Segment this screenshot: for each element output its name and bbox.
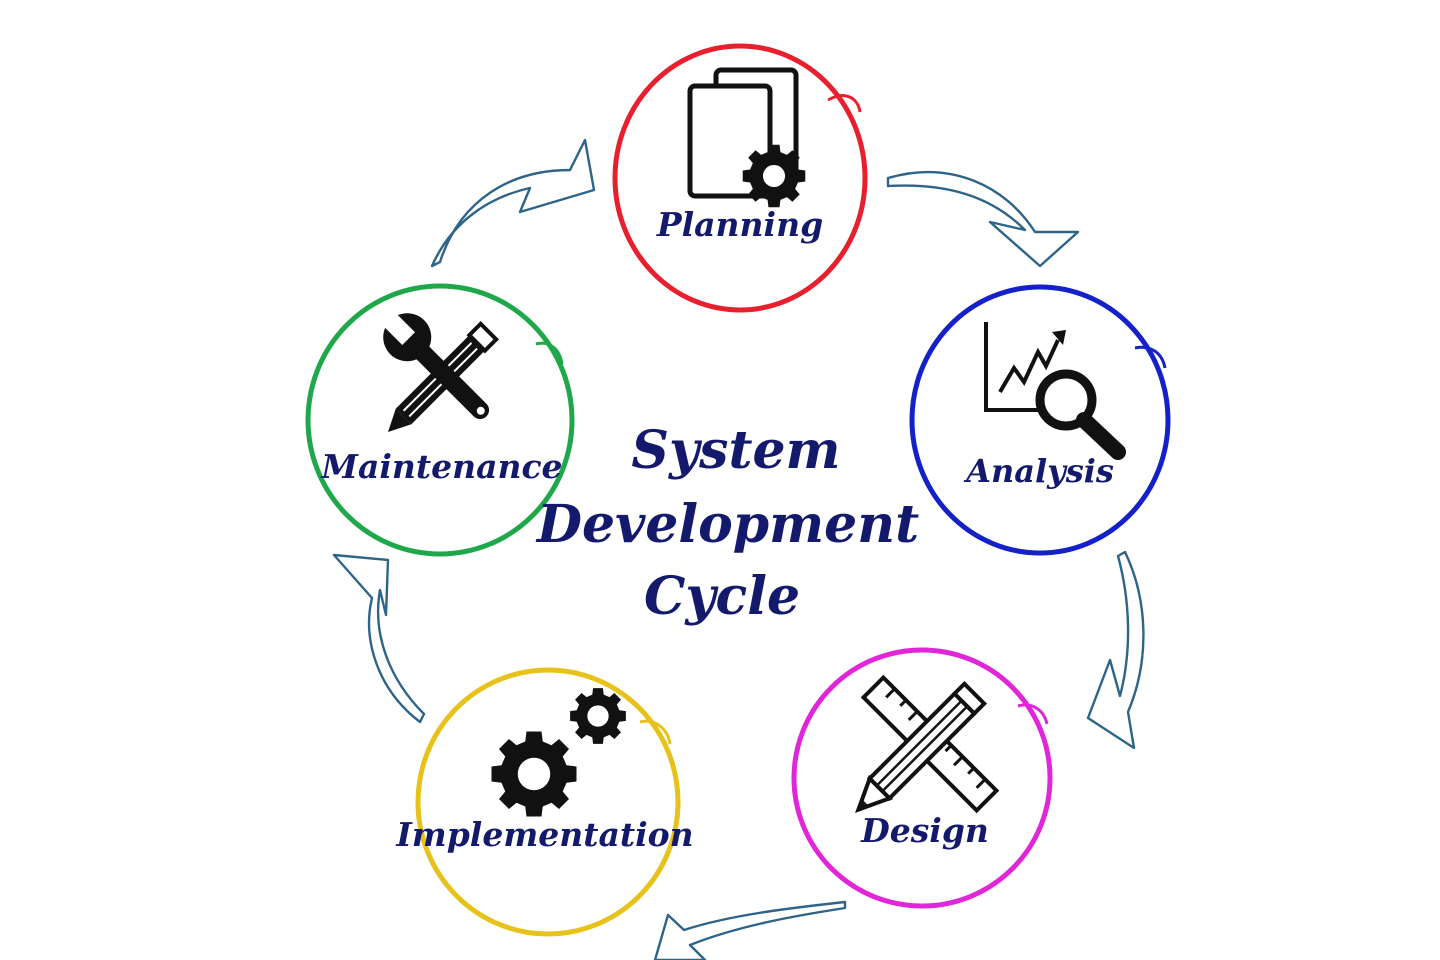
center-title-line-2: Development bbox=[535, 494, 919, 555]
stage-ring-tail-planning bbox=[827, 94, 862, 113]
gears-icon bbox=[491, 688, 626, 817]
stage-analysis: Analysis bbox=[909, 284, 1171, 556]
center-title-line-3: Cycle bbox=[644, 566, 800, 627]
stage-ring-tail-design bbox=[1017, 703, 1049, 725]
center-title-line-1: System bbox=[631, 420, 840, 481]
arrow-implementation-to-maintenance bbox=[332, 553, 426, 724]
arrow-planning-to-analysis bbox=[886, 170, 1080, 268]
stage-label-design: Design bbox=[860, 811, 989, 850]
wrench-pencil-icon bbox=[381, 311, 500, 432]
chart-magnifier-icon bbox=[984, 322, 1126, 460]
stage-label-analysis: Analysis bbox=[963, 452, 1114, 490]
stage-ring-planning bbox=[612, 43, 868, 313]
stage-implementation: Implementation bbox=[395, 667, 694, 937]
stage-ring-analysis bbox=[909, 284, 1171, 556]
documents-gear-icon bbox=[687, 67, 806, 208]
pencil-ruler-icon bbox=[855, 674, 1000, 814]
stage-planning: Planning bbox=[612, 43, 868, 313]
arrow-design-to-implementation bbox=[653, 900, 847, 960]
center-title: System Development Cycle bbox=[535, 420, 919, 627]
stage-ring-implementation bbox=[415, 667, 681, 937]
stage-ring-maintenance bbox=[305, 283, 575, 557]
stage-maintenance: Maintenance bbox=[305, 283, 575, 557]
stage-label-maintenance: Maintenance bbox=[320, 447, 562, 486]
stage-label-planning: Planning bbox=[656, 205, 823, 244]
stage-ring-design bbox=[791, 647, 1053, 909]
cycle-arrows bbox=[332, 138, 1145, 960]
stage-ring-tail-implementation bbox=[639, 719, 672, 745]
arrow-maintenance-to-planning bbox=[430, 138, 596, 268]
stage-label-implementation: Implementation bbox=[395, 815, 693, 854]
stage-ring-tail-maintenance bbox=[535, 341, 564, 365]
stage-design: Design bbox=[791, 647, 1053, 909]
arrow-analysis-to-design bbox=[1086, 550, 1145, 750]
stage-ring-tail-analysis bbox=[1134, 345, 1167, 369]
